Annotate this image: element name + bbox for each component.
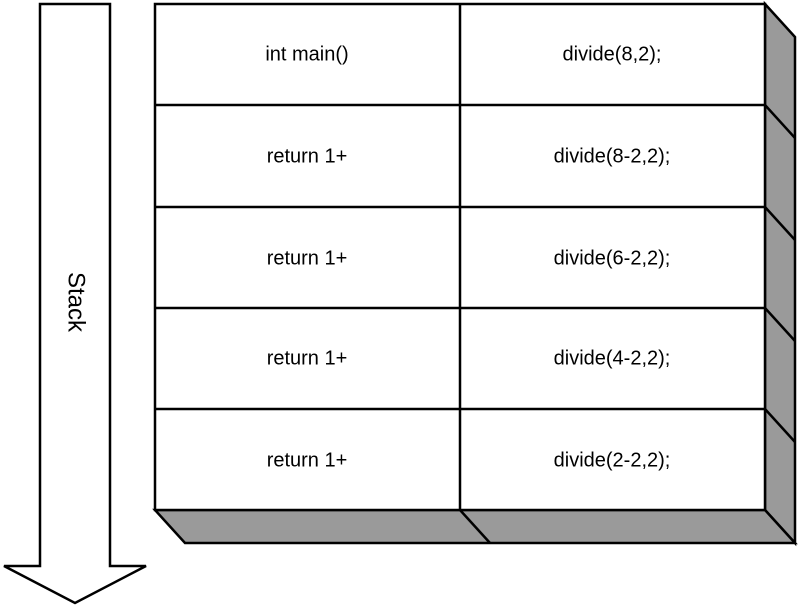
row-left-text: int main() [265,43,348,65]
side-row-divider [764,307,796,342]
row-right-text: divide(6-2,2); [554,247,671,269]
stack-row: int main() divide(8,2); [265,43,661,65]
stack-row: return 1+ divide(8-2,2); [267,145,671,167]
row-right-text: divide(4-2,2); [554,347,671,369]
side-row-divider [764,104,796,139]
row-left-text: return 1+ [267,347,348,369]
side-row-divider [764,408,796,443]
stack-label: Stack [63,272,90,333]
row-right-text: divide(2-2,2); [554,449,671,471]
bottom-column-divider [459,509,491,544]
stack-arrow-shape [3,2,147,605]
stack-row: return 1+ divide(4-2,2); [267,347,671,369]
row-left-text: return 1+ [267,449,348,471]
stack-row: return 1+ divide(2-2,2); [267,449,671,471]
side-row-divider [764,206,796,241]
stack-arrow: Stack [3,2,147,605]
stack-row: return 1+ divide(6-2,2); [267,247,671,269]
stack-table: int main() divide(8,2); return 1+ divide… [152,0,798,547]
row-left-text: return 1+ [267,247,348,269]
row-right-text: divide(8-2,2); [554,145,671,167]
row-right-text: divide(8,2); [563,43,662,65]
table-side-face [763,0,797,547]
row-left-text: return 1+ [267,145,348,167]
